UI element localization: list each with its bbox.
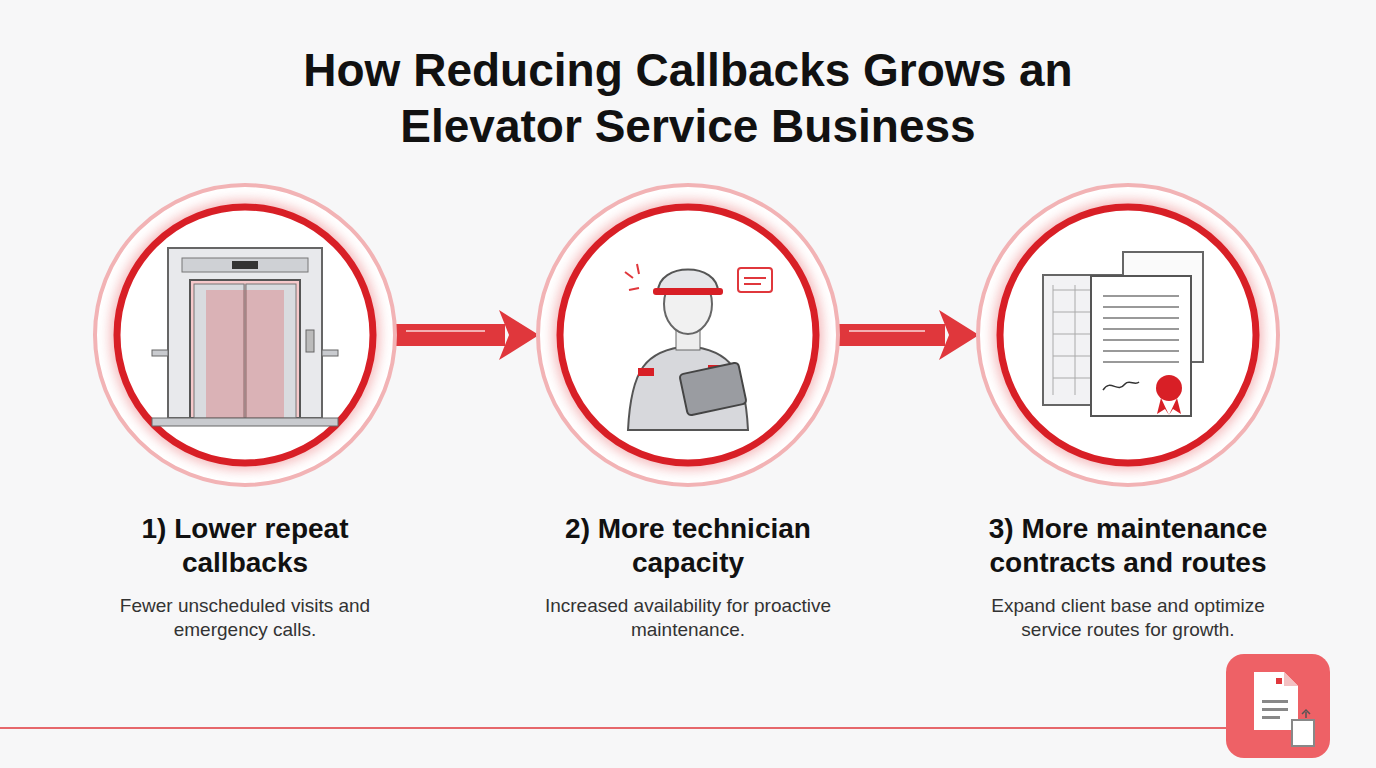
- step-heading: 1) Lower repeat callbacks: [95, 512, 395, 580]
- step-heading: 3) More maintenance contracts and routes: [963, 512, 1293, 580]
- circle-outline: [90, 180, 400, 490]
- arrow-head: [503, 335, 535, 336]
- diagram-title: How Reducing Callbacks Grows an Elevator…: [238, 42, 1138, 154]
- base-rule: [0, 727, 1300, 729]
- circle-outline: [533, 180, 843, 490]
- elevator-icon: [152, 248, 338, 426]
- step-circle: 2) More technician capacityIncreased ava…: [488, 180, 888, 642]
- arrow-head: [943, 335, 975, 336]
- circle-frame: [533, 180, 843, 490]
- step-circle: 3) More maintenance contracts and routes…: [928, 180, 1328, 642]
- flow-arrow: [839, 324, 945, 346]
- technician-icon: [625, 264, 772, 430]
- contract-icon: [1043, 252, 1203, 416]
- step-description: Fewer unscheduled visits and emergency c…: [95, 594, 395, 642]
- step-description: Expand client base and optimize service …: [968, 594, 1288, 642]
- circle-outline: [973, 180, 1283, 490]
- document-logo: [1226, 654, 1330, 758]
- flow-arrow: [396, 324, 505, 346]
- step-description: Increased availability for proactive mai…: [538, 594, 838, 642]
- circle-frame: [90, 180, 400, 490]
- circle-frame: [973, 180, 1283, 490]
- step-heading: 2) More technician capacity: [533, 512, 843, 580]
- step-circle: 1) Lower repeat callbacksFewer unschedul…: [45, 180, 445, 642]
